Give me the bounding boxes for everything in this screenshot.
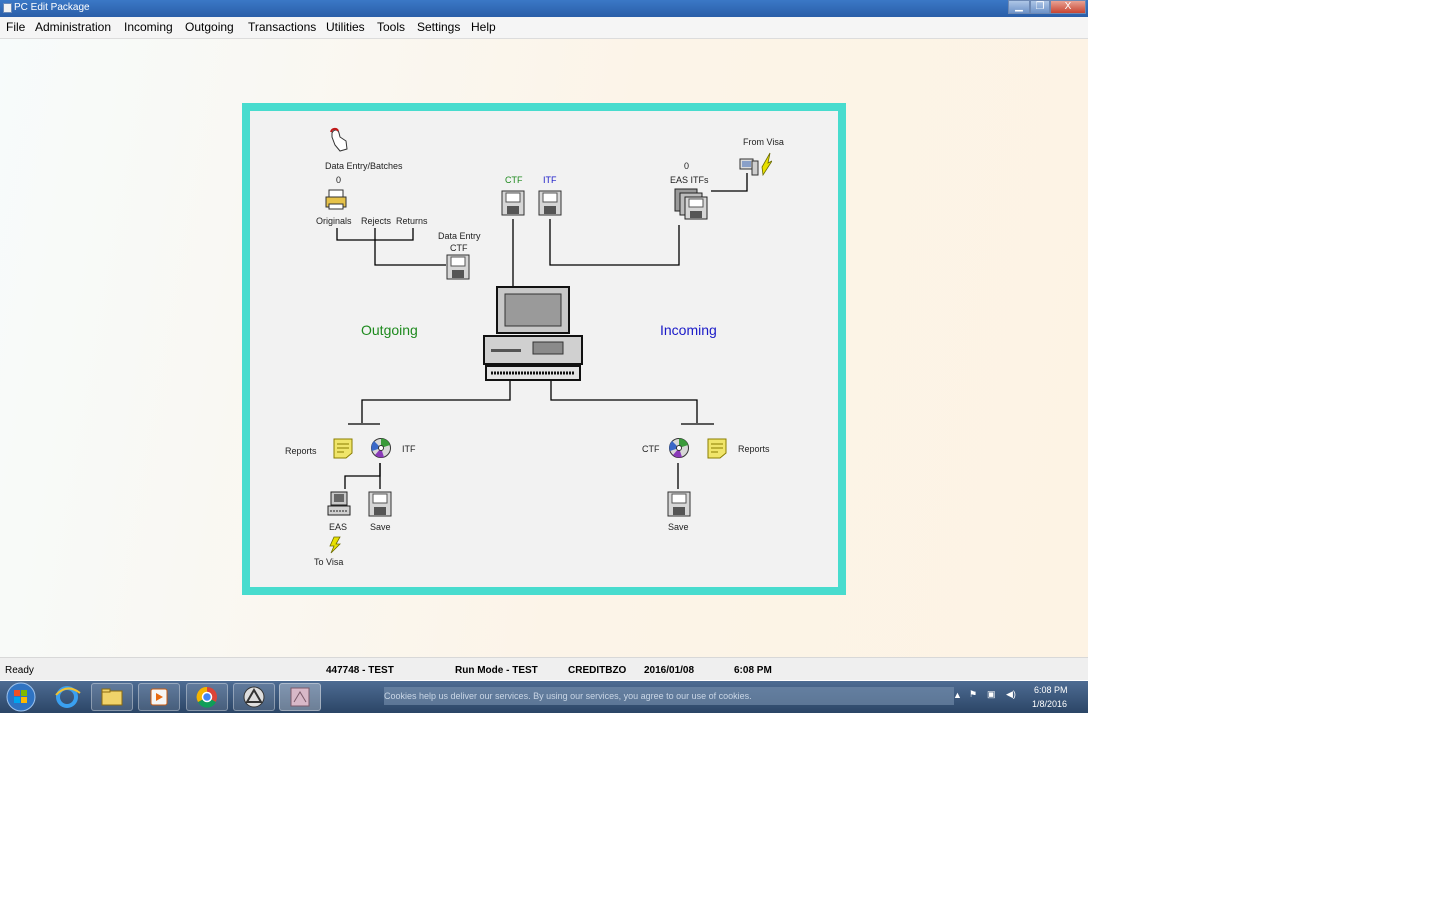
batch-count: 0: [336, 175, 342, 185]
status-date: 2016/01/08: [644, 665, 695, 676]
rejects-label[interactable]: Rejects: [361, 216, 392, 226]
eas-label: EAS: [329, 522, 348, 532]
clock-time[interactable]: 6:08 PM: [1034, 685, 1068, 695]
taskbar: Cookies help us deliver our services. By…: [0, 681, 1088, 713]
incoming-save-label: Save: [668, 522, 689, 532]
minimize-button[interactable]: ▁: [1008, 0, 1030, 14]
incoming-save-floppy-icon[interactable]: [667, 491, 691, 517]
to-visa-lightning-icon: [329, 536, 341, 554]
close-button[interactable]: X: [1050, 0, 1086, 14]
connector-lines: [336, 173, 748, 489]
menu-tools[interactable]: Tools: [377, 20, 406, 34]
incoming-reports-label: Reports: [738, 444, 770, 454]
from-visa-label: From Visa: [743, 137, 784, 147]
eas-itfs-label: EAS ITFs: [670, 175, 709, 185]
taskbar-ie[interactable]: [46, 683, 88, 711]
taskbar-explorer[interactable]: [91, 683, 133, 711]
outgoing-save-floppy-icon[interactable]: [368, 491, 392, 517]
originals-label[interactable]: Originals: [316, 216, 352, 226]
outgoing-reports-label: Reports: [285, 446, 317, 456]
workflow-panel: Data Entry/Batches 0 Originals Rejects R…: [242, 103, 846, 595]
menu-help[interactable]: Help: [471, 20, 496, 34]
data-entry-ctf-label: Data Entry: [438, 231, 481, 241]
outgoing-save-label: Save: [370, 522, 391, 532]
maximize-button[interactable]: ❐: [1030, 0, 1050, 14]
incoming-ctf-disc-icon[interactable]: [668, 437, 690, 459]
tray-expand-icon[interactable]: ▲: [953, 690, 962, 700]
status-code: 447748 - TEST: [326, 665, 394, 676]
data-entry-ctf-floppy-icon[interactable]: [446, 254, 470, 280]
status-time: 6:08 PM: [734, 665, 772, 676]
menu-bar: File Administration Incoming Outgoing Tr…: [0, 17, 1088, 39]
status-ready: Ready: [5, 665, 34, 676]
notification-banner: Cookies help us deliver our services. By…: [384, 687, 954, 705]
chrome-icon: [196, 686, 217, 708]
tray-flag-icon[interactable]: ⚑: [969, 689, 978, 699]
ie-icon: [55, 686, 81, 708]
menu-outgoing[interactable]: Outgoing: [185, 20, 234, 34]
menu-administration[interactable]: Administration: [35, 20, 112, 34]
central-computer-icon[interactable]: [483, 286, 583, 382]
taskbar-chrome[interactable]: [186, 683, 228, 711]
menu-transactions[interactable]: Transactions: [248, 20, 317, 34]
from-visa-terminal-icon[interactable]: [738, 151, 772, 177]
triangle-app-icon: [243, 686, 265, 708]
menu-utilities[interactable]: Utilities: [326, 20, 365, 34]
eas-terminal-icon[interactable]: [327, 491, 351, 517]
outgoing-label[interactable]: Outgoing: [361, 322, 418, 338]
status-user: CREDITBZO: [568, 665, 627, 676]
incoming-ctf-label: CTF: [642, 444, 660, 454]
data-entry-hand-icon[interactable]: [327, 127, 351, 153]
status-bar: Ready 447748 - TEST Run Mode - TEST CRED…: [0, 657, 1088, 680]
tray-network-icon[interactable]: ▣: [987, 689, 996, 699]
eas-count: 0: [684, 161, 690, 171]
status-mode: Run Mode - TEST: [455, 665, 538, 676]
menu-incoming[interactable]: Incoming: [124, 20, 173, 34]
taskbar-media-player[interactable]: [138, 683, 180, 711]
app-window: PC Edit Package ▁ ❐ X File Administratio…: [0, 0, 1088, 713]
title-bar: PC Edit Package ▁ ❐ X: [0, 0, 1088, 17]
taskbar-pc-edit-package[interactable]: [279, 683, 321, 711]
app-icon: [3, 3, 12, 13]
returns-label[interactable]: Returns: [396, 216, 428, 226]
menu-file[interactable]: File: [6, 20, 26, 34]
start-button-icon[interactable]: [5, 682, 37, 712]
tray-volume-icon[interactable]: ◀): [1006, 689, 1016, 699]
itf-floppy-icon[interactable]: [538, 190, 562, 216]
incoming-reports-icon[interactable]: [706, 437, 728, 459]
pc-edit-icon: [290, 687, 310, 707]
taskbar-app-a[interactable]: [233, 683, 275, 711]
eas-itfs-floppies-icon[interactable]: [674, 188, 708, 220]
workflow-diagram: Data Entry/Batches 0 Originals Rejects R…: [250, 111, 838, 587]
incoming-label[interactable]: Incoming: [660, 322, 717, 338]
clock-date[interactable]: 1/8/2016: [1032, 699, 1068, 709]
ctf-floppy-icon[interactable]: [501, 190, 525, 216]
window-title: PC Edit Package: [14, 2, 90, 13]
outgoing-itf-disc-icon[interactable]: [370, 437, 392, 459]
menu-settings[interactable]: Settings: [417, 20, 461, 34]
data-entry-ctf-label-2: CTF: [450, 243, 468, 253]
printer-icon[interactable]: [324, 189, 348, 211]
to-visa-label: To Visa: [314, 557, 344, 567]
ctf-top-label: CTF: [505, 175, 523, 185]
media-player-icon: [150, 688, 168, 706]
itf-top-label: ITF: [543, 175, 557, 185]
outgoing-itf-label: ITF: [402, 444, 416, 454]
data-entry-batches-label: Data Entry/Batches: [325, 161, 403, 171]
outgoing-reports-icon[interactable]: [332, 437, 354, 459]
folder-icon: [101, 688, 123, 706]
